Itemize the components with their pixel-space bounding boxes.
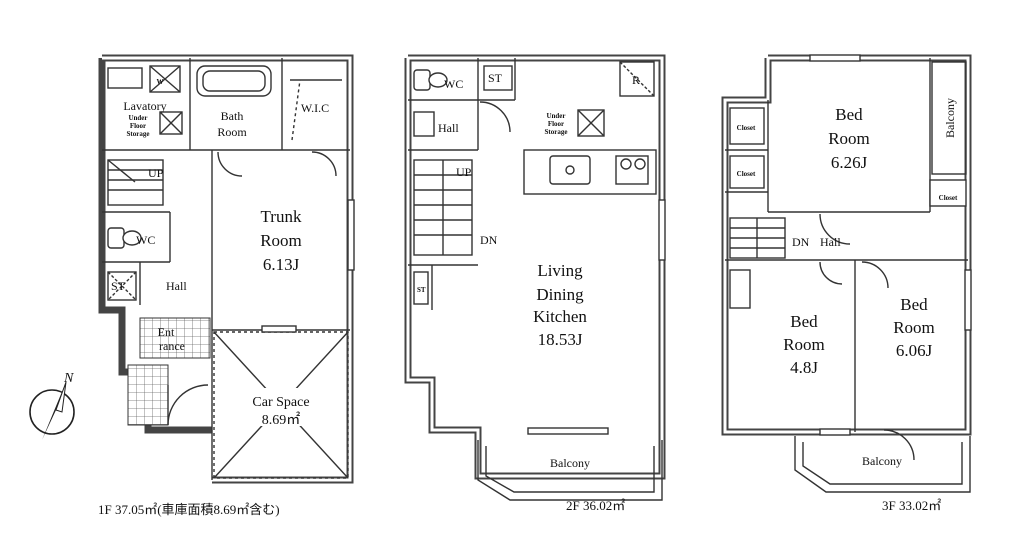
label-bed2-line1: Bed xyxy=(790,312,818,331)
label-dn-2f: DN xyxy=(480,233,498,247)
label-entrance-line2: rance xyxy=(159,339,185,353)
label-trunk-line1: Trunk xyxy=(261,207,302,226)
label-bed1-area: 6.26J xyxy=(831,153,868,172)
label-up-1f: UP xyxy=(148,166,164,180)
label-entrance-line1: Ent xyxy=(158,325,175,339)
caption-1f: 1F 37.05㎡(車庫面積8.69㎡含む) xyxy=(98,502,280,517)
label-bed2-line2: Room xyxy=(783,335,825,354)
label-ldk-area: 18.53J xyxy=(538,330,583,349)
label-bath-line1: Bath xyxy=(221,109,244,123)
label-underfloor-1f-line1: Under xyxy=(128,114,147,122)
label-closet2: Closet xyxy=(737,170,756,178)
label-st-1f: ST xyxy=(111,279,126,293)
label-closet3: Closet xyxy=(939,194,958,202)
label-ldk-line3: Kitchen xyxy=(533,307,587,326)
compass xyxy=(29,381,75,440)
label-underfloor-1f-line3: Storage xyxy=(127,130,150,138)
label-wc-1f: WC xyxy=(136,233,155,247)
label-trunk-area: 6.13J xyxy=(263,255,300,274)
label-bed1-line2: Room xyxy=(828,129,870,148)
label-w-1f: W xyxy=(157,78,164,86)
label-hall-1f: Hall xyxy=(166,279,187,293)
label-st2-2f: ST xyxy=(417,286,426,294)
label-r-2f: R xyxy=(632,73,640,87)
label-bed3-line2: Room xyxy=(893,318,935,337)
floor-3-plan xyxy=(721,54,972,493)
label-dn-3f: DN xyxy=(792,235,810,249)
label-underfloor-2f-line2: Floor xyxy=(548,120,564,128)
label-st-2f: ST xyxy=(488,71,503,85)
caption-3f: 3F 33.02㎡ xyxy=(882,498,941,513)
label-underfloor-2f-line1: Under xyxy=(546,112,565,120)
floor-1-plan xyxy=(98,54,355,484)
label-balcony-2f: Balcony xyxy=(550,456,590,470)
label-car-area: 8.69㎡ xyxy=(262,412,301,428)
label-ldk-line1: Living xyxy=(537,261,583,280)
caption-2f: 2F 36.02㎡ xyxy=(566,498,625,513)
label-balcony-3f: Balcony xyxy=(862,454,902,468)
floor-2-plan xyxy=(404,54,666,501)
compass-north-label: N xyxy=(63,371,74,386)
label-balcony-side-3f: Balcony xyxy=(943,98,957,138)
label-underfloor-2f-line3: Storage xyxy=(545,128,568,136)
label-bed2-area: 4.8J xyxy=(790,358,818,377)
label-hall-3f: Hall xyxy=(820,235,841,249)
label-bed1-line1: Bed xyxy=(835,105,863,124)
label-trunk-line2: Room xyxy=(260,231,302,250)
label-car-line1: Car Space xyxy=(252,395,309,410)
label-wc-2f: WC xyxy=(444,77,463,91)
label-bed3-area: 6.06J xyxy=(896,341,933,360)
label-ldk-line2: Dining xyxy=(536,285,584,304)
label-closet1: Closet xyxy=(737,124,756,132)
label-bath-line2: Room xyxy=(217,125,247,139)
label-hall-2f: Hall xyxy=(438,121,459,135)
label-underfloor-1f-line2: Floor xyxy=(130,122,146,130)
label-wic: W.I.C xyxy=(301,101,329,115)
label-bed3-line1: Bed xyxy=(900,295,928,314)
label-lavatory: Lavatory xyxy=(123,99,166,113)
label-up-2f: UP xyxy=(456,165,472,179)
